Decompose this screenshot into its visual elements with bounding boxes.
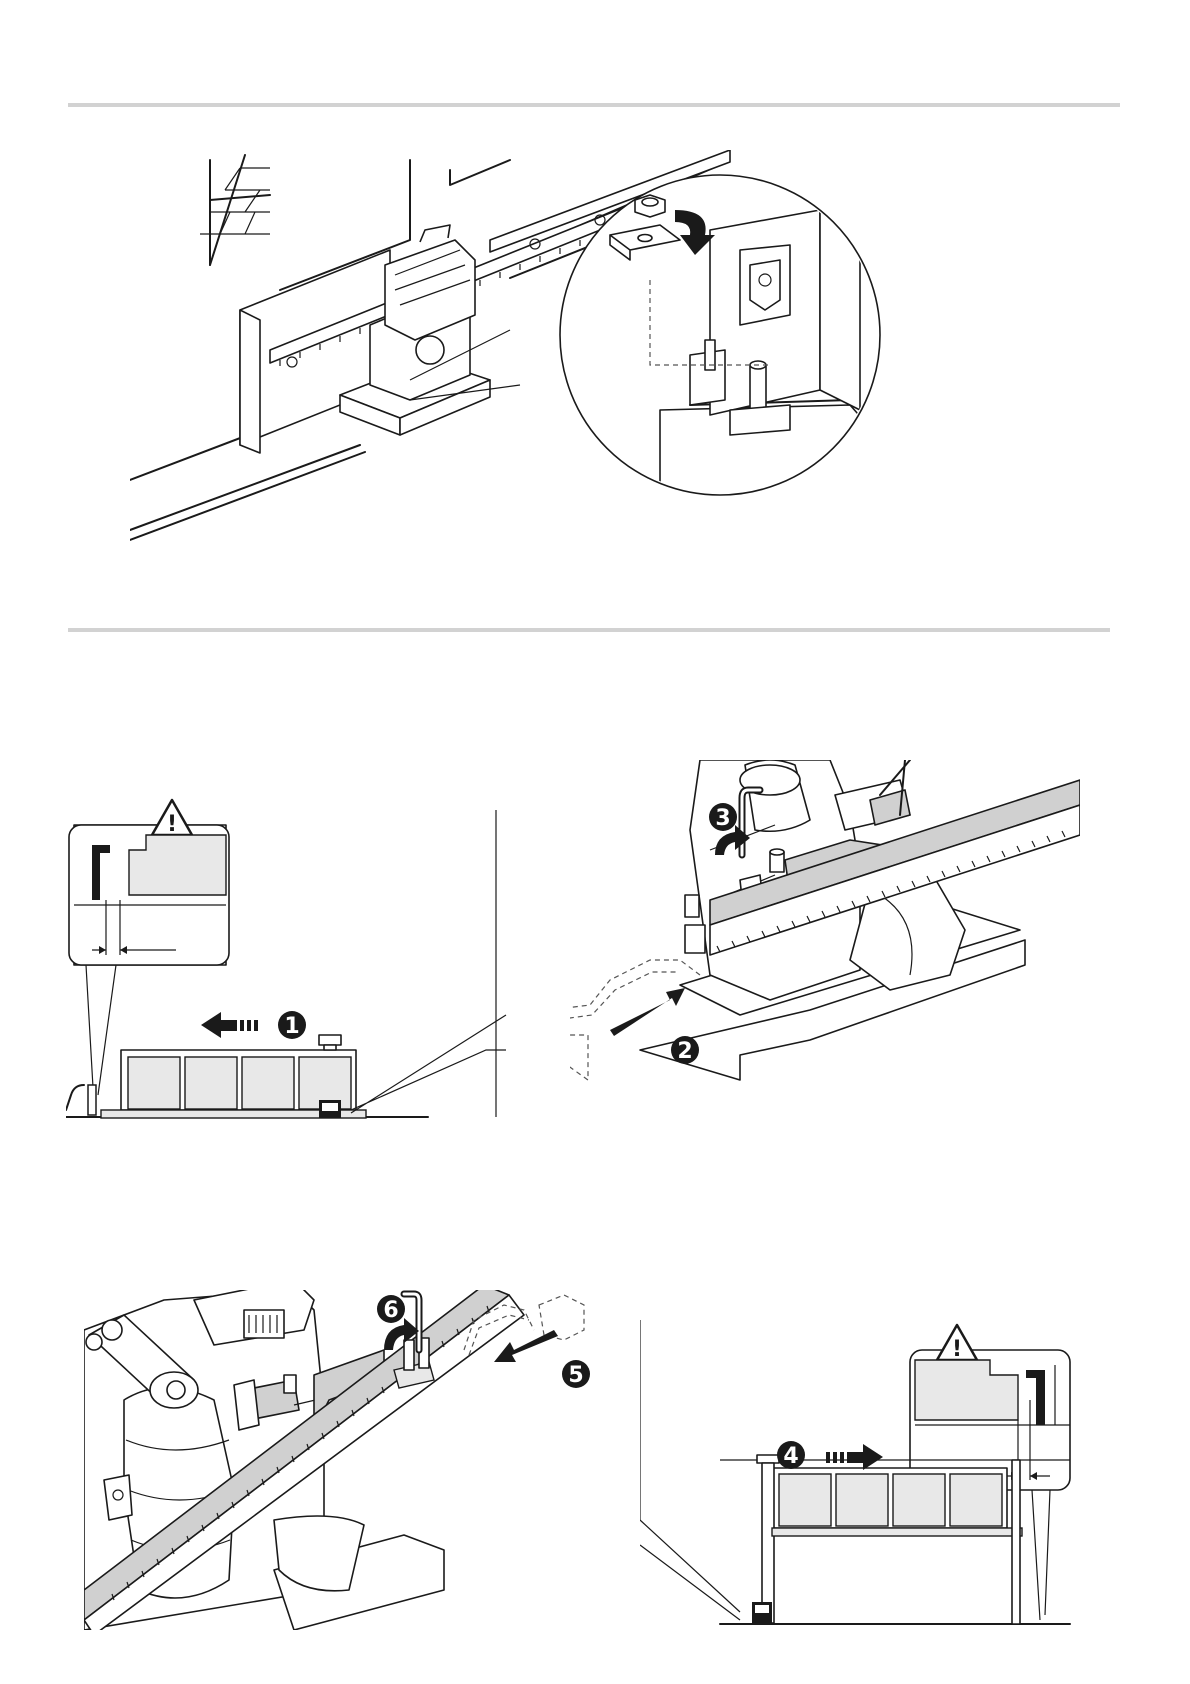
figure-closed-limit-bracket: 3 2 [570, 760, 1080, 1120]
warning-triangle-icon: ! [152, 800, 192, 837]
arrow-right-icon [826, 1444, 883, 1470]
svg-text:5: 5 [568, 1363, 583, 1388]
figure-operator-base-fixing [130, 150, 970, 550]
section-divider-top [68, 103, 1120, 107]
figure-gate-closed-overview: ! 1 [66, 795, 546, 1125]
insert-arrow-icon [494, 1330, 558, 1362]
warning-triangle-icon: ! [937, 1325, 977, 1362]
detail-magnifier [560, 175, 890, 550]
section-divider-middle [68, 628, 1110, 632]
svg-text:2: 2 [677, 1039, 692, 1064]
step-badge-5: 5 [562, 1360, 590, 1388]
warning-symbol: ! [167, 812, 177, 837]
step-badge-3: 3 [709, 803, 737, 831]
warning-symbol: ! [952, 1337, 962, 1362]
figure-gate-open-overview: ! 4 [640, 1320, 1090, 1640]
arrow-left-icon [201, 1012, 258, 1038]
step-badge-1: 1 [278, 1011, 306, 1039]
step-badge-4: 4 [777, 1441, 805, 1469]
svg-text:1: 1 [284, 1014, 299, 1039]
sliding-gate [752, 1455, 1022, 1624]
step-badge-6: 6 [377, 1295, 405, 1323]
figure-open-limit-bracket: 6 5 [84, 1290, 644, 1630]
insert-arrow-icon [610, 988, 685, 1036]
svg-text:4: 4 [783, 1444, 798, 1469]
step-badge-2: 2 [671, 1036, 699, 1064]
sliding-gate [101, 1035, 366, 1118]
svg-text:3: 3 [715, 806, 730, 831]
svg-text:6: 6 [383, 1298, 398, 1323]
